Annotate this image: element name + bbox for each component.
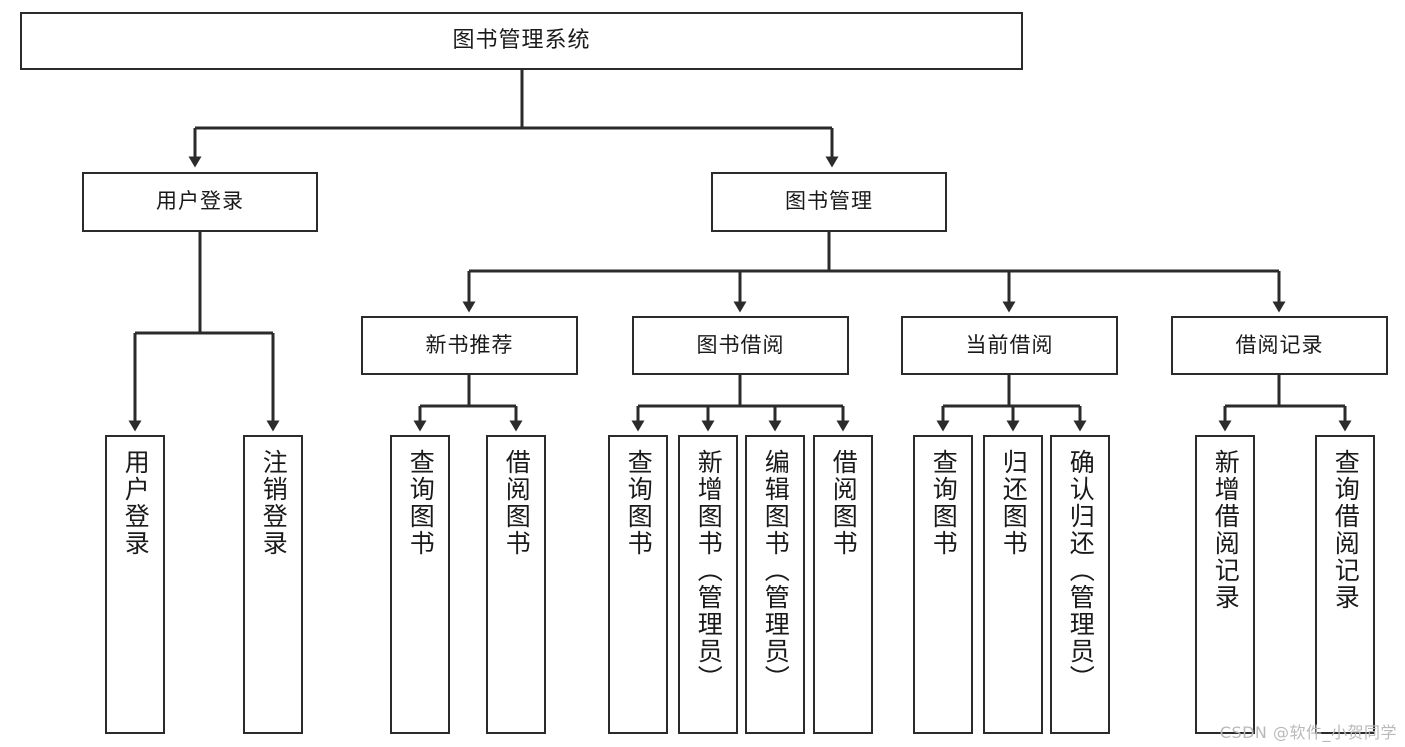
- node-label: 图书借阅: [696, 332, 785, 357]
- leaf-user-login-login[interactable]: 用户登录: [105, 435, 165, 734]
- csdn-watermark: CSDN @软件_小贺同学: [1219, 723, 1397, 742]
- node-current-borrow[interactable]: 当前借阅: [901, 316, 1118, 375]
- leaf-book-borrow-edit-book-admin[interactable]: 编辑图书（管理员）: [745, 435, 805, 734]
- node-label: 新增图书（管理员）: [694, 449, 724, 692]
- node-label: 当前借阅: [965, 332, 1054, 357]
- node-book-borrow[interactable]: 图书借阅: [632, 316, 849, 375]
- node-borrow-record[interactable]: 借阅记录: [1171, 316, 1388, 375]
- leaf-book-borrow-borrow-book[interactable]: 借阅图书: [813, 435, 873, 734]
- node-label: 查询图书: [624, 449, 654, 557]
- node-label: 用户登录: [121, 449, 151, 557]
- node-label: 确认归还（管理员）: [1066, 449, 1096, 692]
- node-label: 编辑图书（管理员）: [761, 449, 791, 692]
- node-label: 图书管理系统: [452, 27, 591, 53]
- node-label: 借阅图书: [829, 449, 859, 557]
- node-label: 借阅图书: [502, 449, 532, 557]
- node-new-book-recommend[interactable]: 新书推荐: [361, 316, 578, 375]
- node-label: 注销登录: [259, 449, 289, 557]
- node-label: 图书管理: [785, 189, 873, 214]
- node-user-login[interactable]: 用户登录: [82, 172, 318, 232]
- node-label: 用户登录: [156, 189, 244, 214]
- leaf-book-borrow-add-book-admin[interactable]: 新增图书（管理员）: [678, 435, 738, 734]
- node-root-system[interactable]: 图书管理系统: [20, 12, 1023, 70]
- leaf-current-borrow-query-book[interactable]: 查询图书: [913, 435, 973, 734]
- leaf-current-borrow-return-book[interactable]: 归还图书: [983, 435, 1043, 734]
- node-label: 查询借阅记录: [1331, 449, 1361, 611]
- node-label: 查询图书: [929, 449, 959, 557]
- node-label: 查询图书: [406, 449, 436, 557]
- node-label: 借阅记录: [1235, 332, 1324, 357]
- leaf-new-book-borrow-book[interactable]: 借阅图书: [486, 435, 546, 734]
- leaf-borrow-record-add-record[interactable]: 新增借阅记录: [1195, 435, 1255, 734]
- node-label: 新增借阅记录: [1211, 449, 1241, 611]
- leaf-user-login-logout[interactable]: 注销登录: [243, 435, 303, 734]
- node-label: 归还图书: [999, 449, 1029, 557]
- leaf-borrow-record-query-record[interactable]: 查询借阅记录: [1315, 435, 1375, 734]
- leaf-book-borrow-query-book[interactable]: 查询图书: [608, 435, 668, 734]
- leaf-new-book-query-book[interactable]: 查询图书: [390, 435, 450, 734]
- node-book-management[interactable]: 图书管理: [711, 172, 947, 232]
- leaf-current-borrow-confirm-return-admin[interactable]: 确认归还（管理员）: [1050, 435, 1110, 734]
- node-label: 新书推荐: [425, 332, 514, 357]
